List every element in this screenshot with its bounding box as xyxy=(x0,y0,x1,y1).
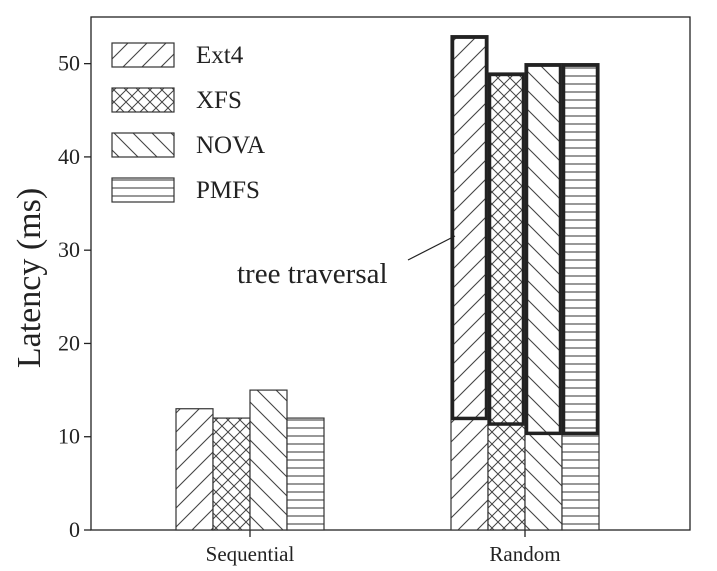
bar-highlight-segment xyxy=(487,72,526,426)
bar xyxy=(524,63,563,531)
y-axis-label: Latency (ms) xyxy=(11,188,48,368)
x-tick-label: Random xyxy=(489,542,560,566)
bar xyxy=(286,417,325,531)
bar xyxy=(175,408,214,531)
legend-swatch xyxy=(111,87,175,113)
bar-highlight-segment xyxy=(561,63,600,436)
legend-label: NOVA xyxy=(196,132,265,159)
y-tick-label: 40 xyxy=(58,144,80,169)
x-tick-label: Sequential xyxy=(206,542,295,566)
bar-highlight-segment xyxy=(450,35,489,421)
annotation-leader-line xyxy=(407,235,456,261)
bar xyxy=(249,389,288,531)
legend-label: XFS xyxy=(196,87,242,114)
plot-frame xyxy=(90,16,691,531)
legend-swatch xyxy=(111,132,175,158)
y-tick-label: 50 xyxy=(58,51,80,76)
bar-highlight-segment xyxy=(524,63,563,436)
y-tick-label: 20 xyxy=(58,330,80,355)
bar xyxy=(212,417,251,531)
legend-label: PMFS xyxy=(196,177,260,204)
y-tick-label: 30 xyxy=(58,237,80,262)
legend-label: Ext4 xyxy=(196,42,244,69)
bar xyxy=(561,63,600,531)
legend-swatch xyxy=(111,42,175,68)
legend-swatch xyxy=(111,177,175,203)
annotation-label: tree traversal xyxy=(237,258,388,290)
y-tick-label: 0 xyxy=(69,517,80,542)
y-tick-label: 10 xyxy=(58,424,80,449)
bar xyxy=(487,72,526,531)
bar xyxy=(450,35,489,531)
